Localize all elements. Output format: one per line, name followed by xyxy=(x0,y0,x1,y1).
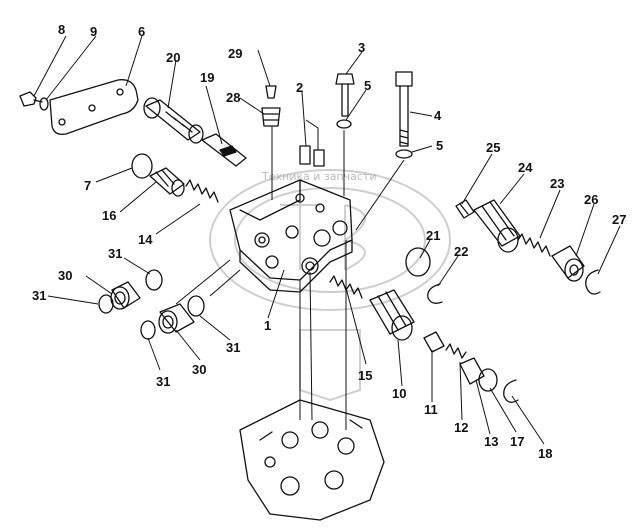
label-28: 28 xyxy=(226,90,240,105)
watermark-text: Техника и запчасти xyxy=(261,170,377,183)
label-25: 25 xyxy=(486,140,500,155)
part-6-cover-plate xyxy=(49,79,139,135)
part-17-seal xyxy=(478,368,498,392)
part-21-cap xyxy=(405,247,431,277)
part-23-spring xyxy=(517,233,551,257)
part-18-snap-ring xyxy=(503,379,519,403)
label-26: 26 xyxy=(584,192,598,207)
label-27: 27 xyxy=(612,212,626,227)
label-23: 23 xyxy=(550,176,564,191)
label-21: 21 xyxy=(426,228,440,243)
label-4: 4 xyxy=(434,108,442,123)
label-7: 7 xyxy=(84,178,91,193)
label-5-lower: 5 xyxy=(436,138,443,153)
label-16: 16 xyxy=(102,208,116,223)
label-18: 18 xyxy=(538,446,552,461)
part-13-plug xyxy=(459,357,485,385)
label-31-d: 31 xyxy=(156,374,170,389)
part-5-washer-lower xyxy=(395,149,413,159)
part-24-spool xyxy=(473,199,521,253)
part-11-piston xyxy=(423,331,445,353)
part-9-washer xyxy=(39,97,49,111)
label-19: 19 xyxy=(200,70,214,85)
part-7-o-ring xyxy=(131,153,153,179)
part-3-bolt xyxy=(335,73,355,117)
part-28-fitting xyxy=(261,107,281,127)
label-31-b: 31 xyxy=(32,288,46,303)
lower-housing xyxy=(239,399,385,521)
part-29-plug xyxy=(265,85,277,99)
label-30-a: 30 xyxy=(58,268,72,283)
part-12-spring xyxy=(445,343,467,359)
part-30-sleeve-1 xyxy=(110,281,141,310)
part-4-long-bolt xyxy=(395,71,413,147)
label-31-c: 31 xyxy=(226,340,240,355)
label-17: 17 xyxy=(510,434,524,449)
part-30-sleeve-2 xyxy=(158,303,195,334)
label-31-a: 31 xyxy=(108,246,122,261)
label-20: 20 xyxy=(166,50,180,65)
part-20-spool xyxy=(143,97,204,144)
label-2: 2 xyxy=(296,80,303,95)
part-31-o-ring-2 xyxy=(98,294,114,314)
label-15: 15 xyxy=(358,368,372,383)
label-6: 6 xyxy=(138,24,145,39)
label-9: 9 xyxy=(90,24,97,39)
part-1-valve-body xyxy=(229,179,353,293)
label-13: 13 xyxy=(484,434,498,449)
part-10-spool xyxy=(369,289,415,341)
part-31-o-ring-1 xyxy=(145,269,163,291)
label-10: 10 xyxy=(392,386,406,401)
label-1: 1 xyxy=(264,318,271,333)
label-5-upper: 5 xyxy=(364,78,371,93)
label-11: 11 xyxy=(424,402,438,417)
label-29: 29 xyxy=(228,46,242,61)
label-22: 22 xyxy=(454,244,468,259)
label-24: 24 xyxy=(518,160,533,175)
label-12: 12 xyxy=(454,420,468,435)
part-19-valve xyxy=(201,133,247,167)
part-27-snap-ring xyxy=(585,269,601,295)
part-5-washer-upper xyxy=(336,119,352,129)
label-14: 14 xyxy=(138,232,153,247)
part-31-o-ring-3 xyxy=(187,295,205,317)
part-25-sleeve xyxy=(455,199,475,219)
part-26-plug xyxy=(551,245,585,282)
leader-lines xyxy=(33,35,621,445)
part-14-spring xyxy=(185,179,219,203)
label-30-b: 30 xyxy=(192,362,206,377)
callout-labels: 8 9 6 20 29 19 28 2 3 5 4 5 7 16 14 25 2… xyxy=(32,22,626,461)
part-22-snap-ring xyxy=(427,283,443,304)
label-3: 3 xyxy=(358,40,365,55)
label-8: 8 xyxy=(58,22,65,37)
watermark-logo: Техника и запчасти xyxy=(209,169,451,402)
part-16-spring-cup xyxy=(149,167,185,197)
part-8-bolt xyxy=(19,91,43,107)
part-31-o-ring-4 xyxy=(140,320,156,340)
part-2-needle-valves xyxy=(299,145,325,167)
